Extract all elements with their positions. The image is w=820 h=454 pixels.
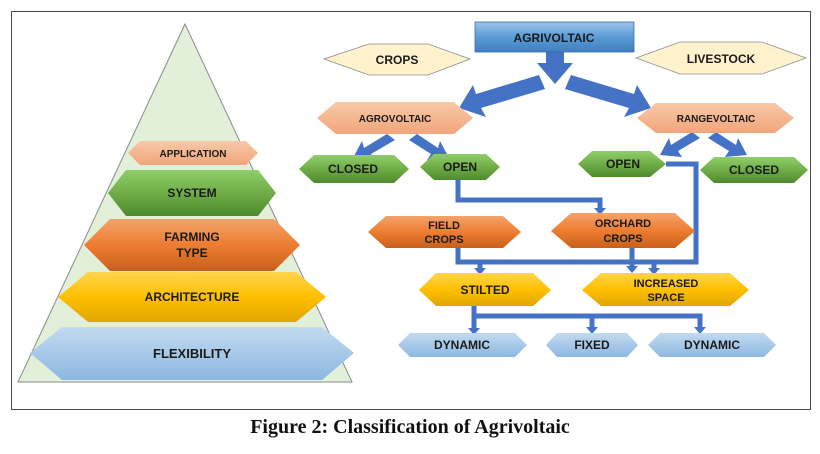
node-dynamic-right: DYNAMIC (648, 333, 776, 357)
dynamic-right-label: DYNAMIC (684, 338, 740, 352)
fixed-label: FIXED (574, 338, 610, 352)
node-dynamic-left: DYNAMIC (398, 333, 527, 357)
orchard-label-line1: ORCHARD (595, 218, 651, 230)
application-label: APPLICATION (159, 149, 226, 160)
arrow-root-to-rangevoltaic (565, 75, 651, 117)
open-left-label: OPEN (443, 160, 477, 174)
crops-label: CROPS (376, 53, 419, 67)
farming-label-line1: FARMING (164, 230, 219, 244)
pyramid-level-application: APPLICATION (128, 141, 258, 165)
architecture-label: ARCHITECTURE (145, 290, 240, 304)
node-crops: CROPS (322, 43, 472, 76)
pyramid-level-farming-type: FARMING TYPE (84, 219, 300, 271)
node-closed-left: CLOSED (299, 155, 409, 183)
system-label: SYSTEM (167, 186, 216, 200)
node-fixed: FIXED (546, 333, 638, 357)
arrow-root-to-agrovoltaic (459, 75, 545, 117)
rangevoltaic-label: RANGEVOLTAIC (677, 114, 756, 125)
node-increased-space: INCREASED SPACE (582, 273, 749, 306)
open-right-label: OPEN (606, 157, 640, 171)
down-arrow-root (537, 51, 573, 84)
node-open-right: OPEN (578, 151, 666, 177)
node-orchard-crops: ORCHARD CROPS (551, 213, 695, 248)
figure-caption: Figure 2: Classification of Agrivoltaic (250, 416, 570, 438)
agrivoltaic-label: AGRIVOLTAIC (514, 31, 595, 45)
node-field-crops: FIELD CROPS (368, 216, 521, 248)
flexibility-label: FLEXIBILITY (153, 346, 231, 361)
arrow-agro-to-closed (353, 134, 395, 160)
increased-label-line1: INCREASED (634, 278, 699, 290)
connector-arrowheads (468, 208, 706, 335)
pyramid-level-flexibility: FLEXIBILITY (30, 327, 354, 380)
root-arrows (353, 51, 747, 160)
node-agrovoltaic: AGROVOLTAIC (317, 102, 473, 134)
closed-right-label: CLOSED (729, 163, 779, 177)
node-open-left: OPEN (420, 154, 500, 180)
connector-lines (455, 161, 703, 330)
closed-left-label: CLOSED (328, 162, 378, 176)
agrovoltaic-label: AGROVOLTAIC (359, 114, 431, 125)
dynamic-left-label: DYNAMIC (434, 338, 490, 352)
livestock-label: LIVESTOCK (687, 52, 756, 66)
pyramid-level-system: SYSTEM (108, 170, 276, 216)
pyramid-level-architecture: ARCHITECTURE (58, 272, 326, 322)
arrow-range-to-open (660, 132, 700, 157)
stilted-label: STILTED (460, 283, 509, 297)
node-agrivoltaic: AGRIVOLTAIC (474, 21, 635, 53)
field-label-line2: CROPS (424, 234, 463, 246)
node-stilted: STILTED (419, 273, 551, 306)
node-rangevoltaic: RANGEVOLTAIC (637, 103, 794, 133)
farming-label-line2: TYPE (176, 246, 207, 260)
node-closed-right: CLOSED (700, 157, 808, 183)
arrow-agro-to-open (409, 134, 449, 160)
arrow-range-to-closed (708, 132, 747, 157)
increased-label-line2: SPACE (647, 292, 684, 304)
node-livestock: LIVESTOCK (634, 41, 808, 75)
field-label-line1: FIELD (428, 220, 460, 232)
orchard-label-line2: CROPS (603, 233, 642, 245)
